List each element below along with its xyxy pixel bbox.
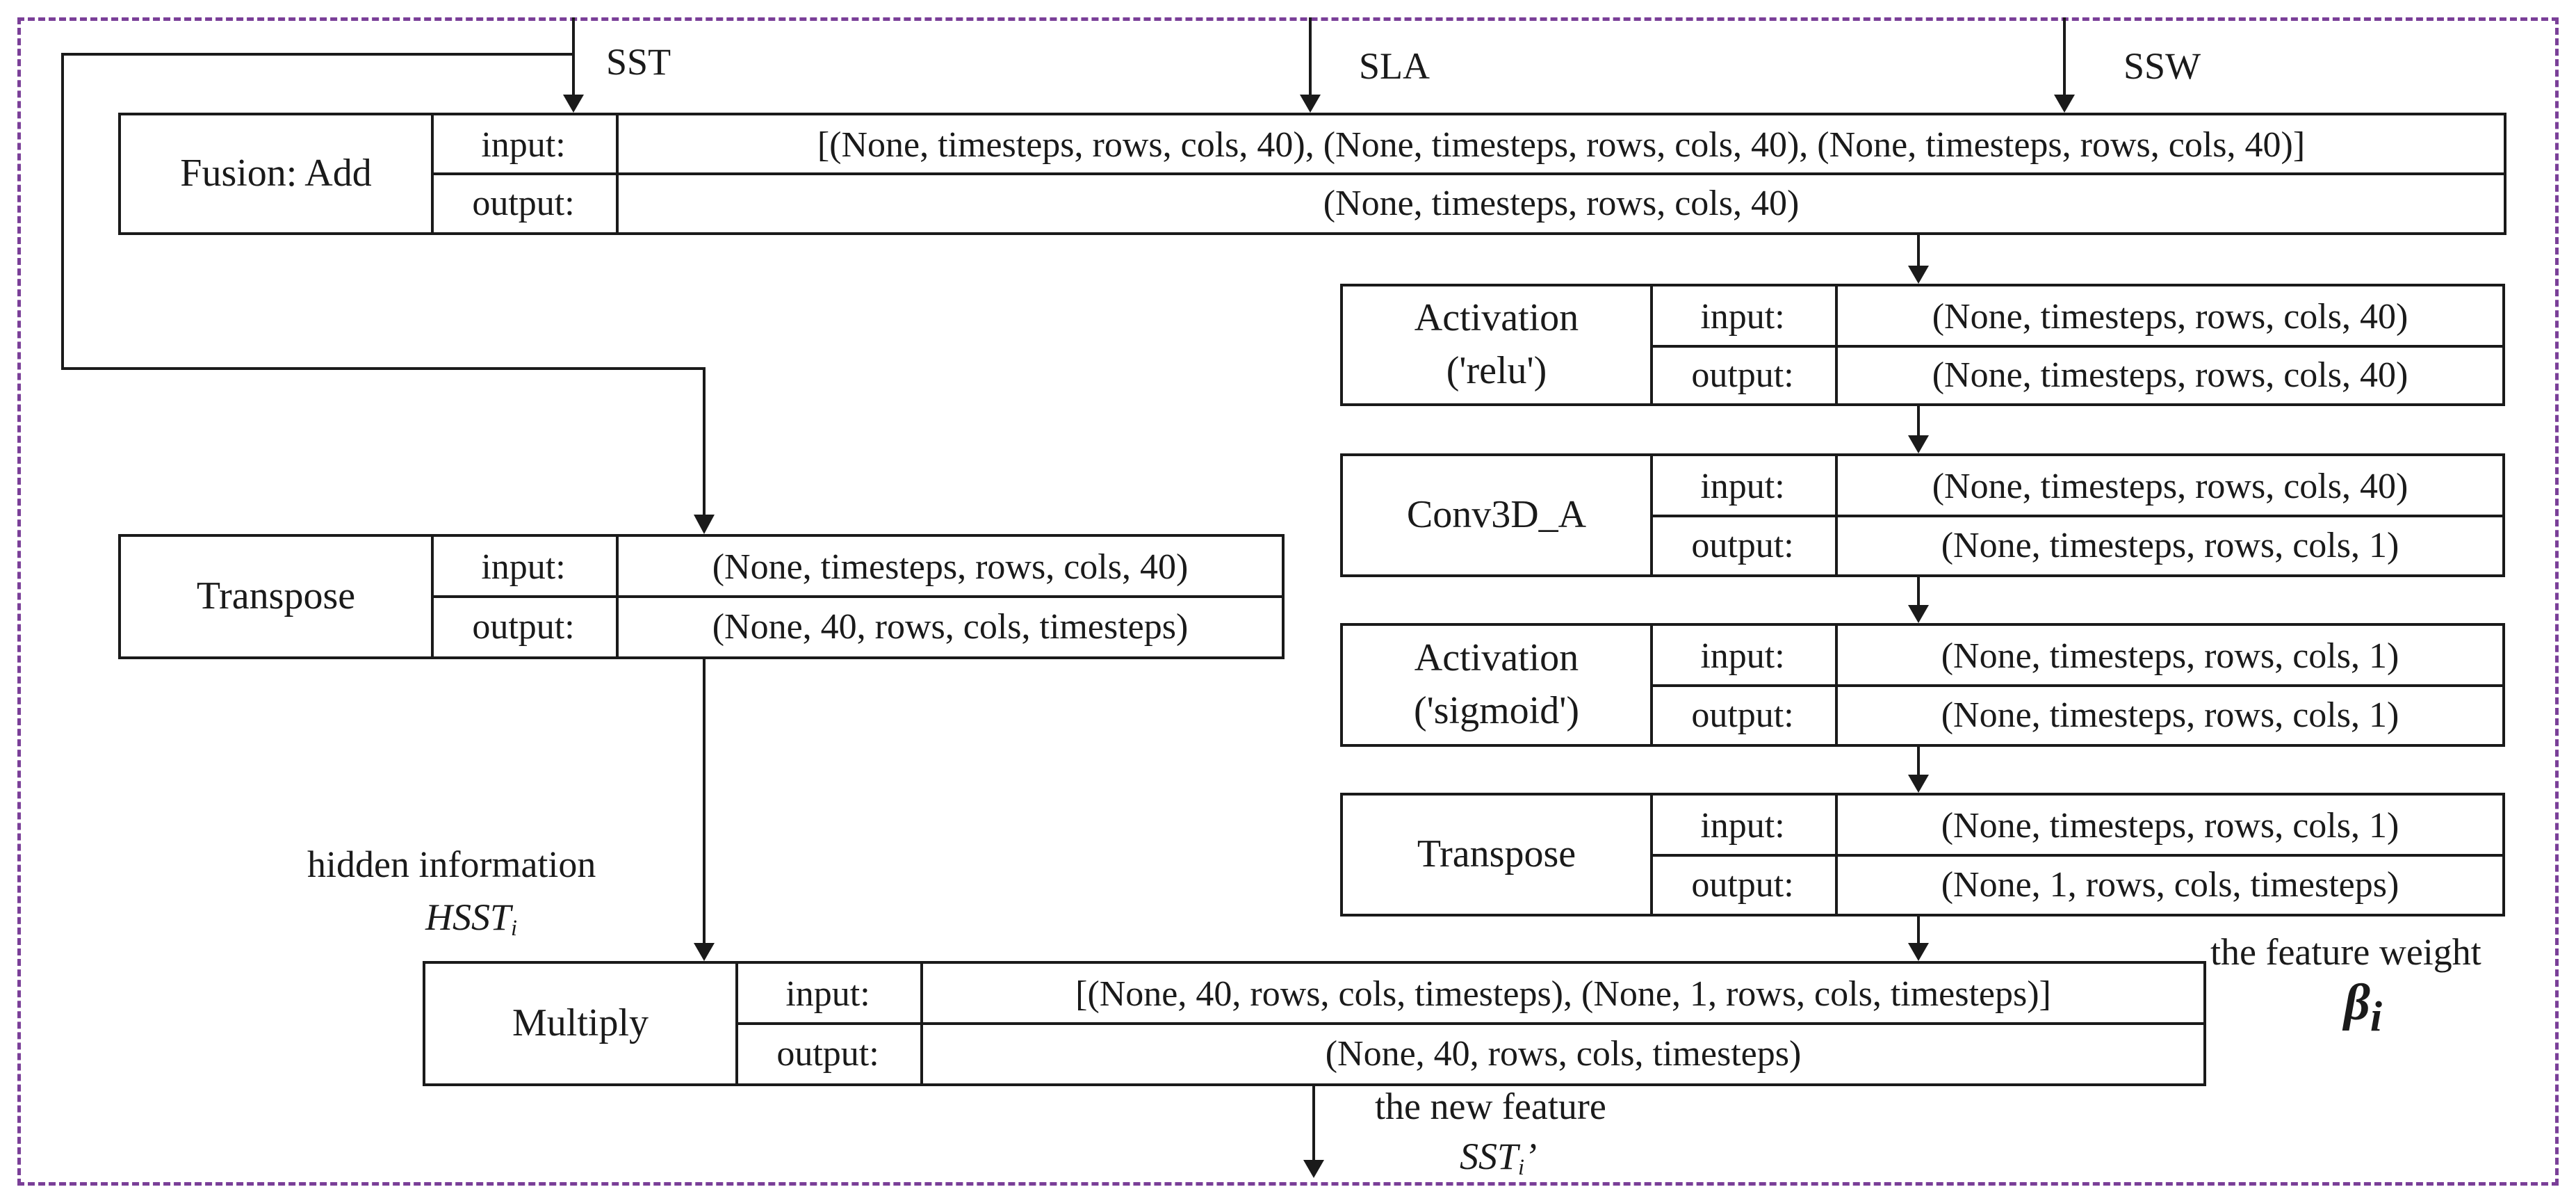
relu-output-value: (None, timesteps, rows, cols, 40) <box>1932 355 2408 395</box>
conv3d-row-divider <box>1650 515 2502 517</box>
sigmoid-row-divider <box>1650 684 2502 687</box>
new-feature-label: the new feature <box>1375 1085 1606 1127</box>
sigmoid-to-transpose-head <box>1908 775 1929 793</box>
fusion-add-block: Fusion: Add input: output: [(None, times… <box>118 113 2506 235</box>
sla-input-label: SLA <box>1359 45 1430 87</box>
relu-row-divider <box>1650 345 2502 348</box>
fusion-output-value: (None, timesteps, rows, cols, 40) <box>1323 183 1800 223</box>
fusion-name: Fusion: Add <box>121 115 434 232</box>
sigmoid-output-value: (None, timesteps, rows, cols, 1) <box>1941 695 2399 735</box>
transpose-right-name: Transpose <box>1343 796 1653 914</box>
transpose-right-row-divider <box>1650 854 2502 857</box>
relu-name-line2: ('relu') <box>1446 349 1547 392</box>
activation-relu-block: Activation ('relu') input: output: (None… <box>1340 284 2505 406</box>
transpose-right-input-value: (None, timesteps, rows, cols, 1) <box>1941 805 2399 846</box>
beta-base: β <box>2344 974 2370 1031</box>
relu-output-label: output: <box>1650 346 1838 403</box>
sst-new-base: SST <box>1460 1136 1519 1177</box>
transpose-right-input-label: input: <box>1650 796 1838 855</box>
transpose-right-output-label: output: <box>1650 855 1838 914</box>
conv3d-input-value: (None, timesteps, rows, cols, 40) <box>1932 466 2408 506</box>
fusion-input-value: [(None, timesteps, rows, cols, 40), (Non… <box>817 124 2306 165</box>
transpose-left-output-label: output: <box>431 597 619 656</box>
conv3d-input-label: input: <box>1650 456 1838 516</box>
conv3d-block: Conv3D_A input: output: (None, timesteps… <box>1340 453 2505 577</box>
sigmoid-name: Activation ('sigmoid') <box>1343 626 1653 744</box>
sigmoid-name-line1: Activation <box>1414 636 1579 680</box>
sigmoid-output-label: output: <box>1650 686 1838 744</box>
sst-new-prime: ’ <box>1524 1136 1538 1177</box>
beta-sub: i <box>2370 992 2383 1040</box>
hidden-information-label: hidden information <box>307 843 596 885</box>
hsst-sub: i <box>511 916 518 942</box>
relu-input-value: (None, timesteps, rows, cols, 40) <box>1932 296 2408 337</box>
hsst-symbol: HSSTi <box>425 896 517 942</box>
multiply-output-arrowhead <box>1303 1160 1324 1178</box>
multiply-block: Multiply input: output: [(None, 40, rows… <box>423 961 2206 1086</box>
transpose-left-name: Transpose <box>121 537 434 656</box>
sst-skip-path <box>61 53 706 515</box>
conv3d-output-label: output: <box>1650 516 1838 574</box>
fusion-row-divider <box>431 172 2504 175</box>
transpose-right-output-value: (None, 1, rows, cols, timesteps) <box>1941 864 2399 905</box>
sigmoid-name-line2: ('sigmoid') <box>1414 689 1579 732</box>
multiply-input-value: [(None, 40, rows, cols, timesteps), (Non… <box>1075 974 2051 1014</box>
fusion-input-label: input: <box>431 115 619 174</box>
conv3d-output-value: (None, timesteps, rows, cols, 1) <box>1941 525 2399 565</box>
sst-new-symbol: SSTi’ <box>1460 1135 1537 1181</box>
multiply-row-divider <box>735 1022 2203 1025</box>
multiply-output-value: (None, 40, rows, cols, timesteps) <box>1325 1033 1802 1074</box>
skip-arrowhead <box>694 515 715 534</box>
fusion-output-label: output: <box>431 174 619 232</box>
relu-to-conv-head <box>1908 435 1929 453</box>
fusion-to-relu-head <box>1908 266 1929 284</box>
ssw-input-label: SSW <box>2123 45 2201 87</box>
transpose-to-multiply-head <box>1908 943 1929 961</box>
relu-name: Activation ('relu') <box>1343 286 1653 403</box>
multiply-output-label: output: <box>735 1024 923 1083</box>
left-transpose-to-multiply-head <box>694 943 715 961</box>
sst-new-sub: i <box>1518 1155 1525 1181</box>
transpose-left-block: Transpose input: output: (None, timestep… <box>118 534 1285 659</box>
relu-input-label: input: <box>1650 286 1838 346</box>
transpose-left-row-divider <box>431 595 1282 598</box>
conv-to-sigmoid-head <box>1908 605 1929 623</box>
transpose-left-input-label: input: <box>431 537 619 597</box>
relu-name-line1: Activation <box>1414 296 1579 340</box>
sst-arrowhead <box>563 95 584 113</box>
hsst-base: HSST <box>425 896 512 938</box>
multiply-input-label: input: <box>735 964 923 1024</box>
transpose-left-output-value: (None, 40, rows, cols, timesteps) <box>712 606 1189 647</box>
multiply-name: Multiply <box>425 964 738 1083</box>
ssw-arrowhead <box>2054 95 2075 113</box>
sigmoid-input-value: (None, timesteps, rows, cols, 1) <box>1941 636 2399 676</box>
sla-arrowhead <box>1300 95 1321 113</box>
feature-weight-label: the feature weight <box>2210 931 2481 973</box>
beta-symbol: βi <box>2344 974 2382 1042</box>
sigmoid-input-label: input: <box>1650 626 1838 686</box>
transpose-right-block: Transpose input: output: (None, timestep… <box>1340 793 2505 917</box>
sst-input-label: SST <box>606 41 671 83</box>
conv3d-name: Conv3D_A <box>1343 456 1653 574</box>
activation-sigmoid-block: Activation ('sigmoid') input: output: (N… <box>1340 623 2505 747</box>
module-boundary <box>17 17 2559 1186</box>
transpose-left-input-value: (None, timesteps, rows, cols, 40) <box>712 547 1189 587</box>
